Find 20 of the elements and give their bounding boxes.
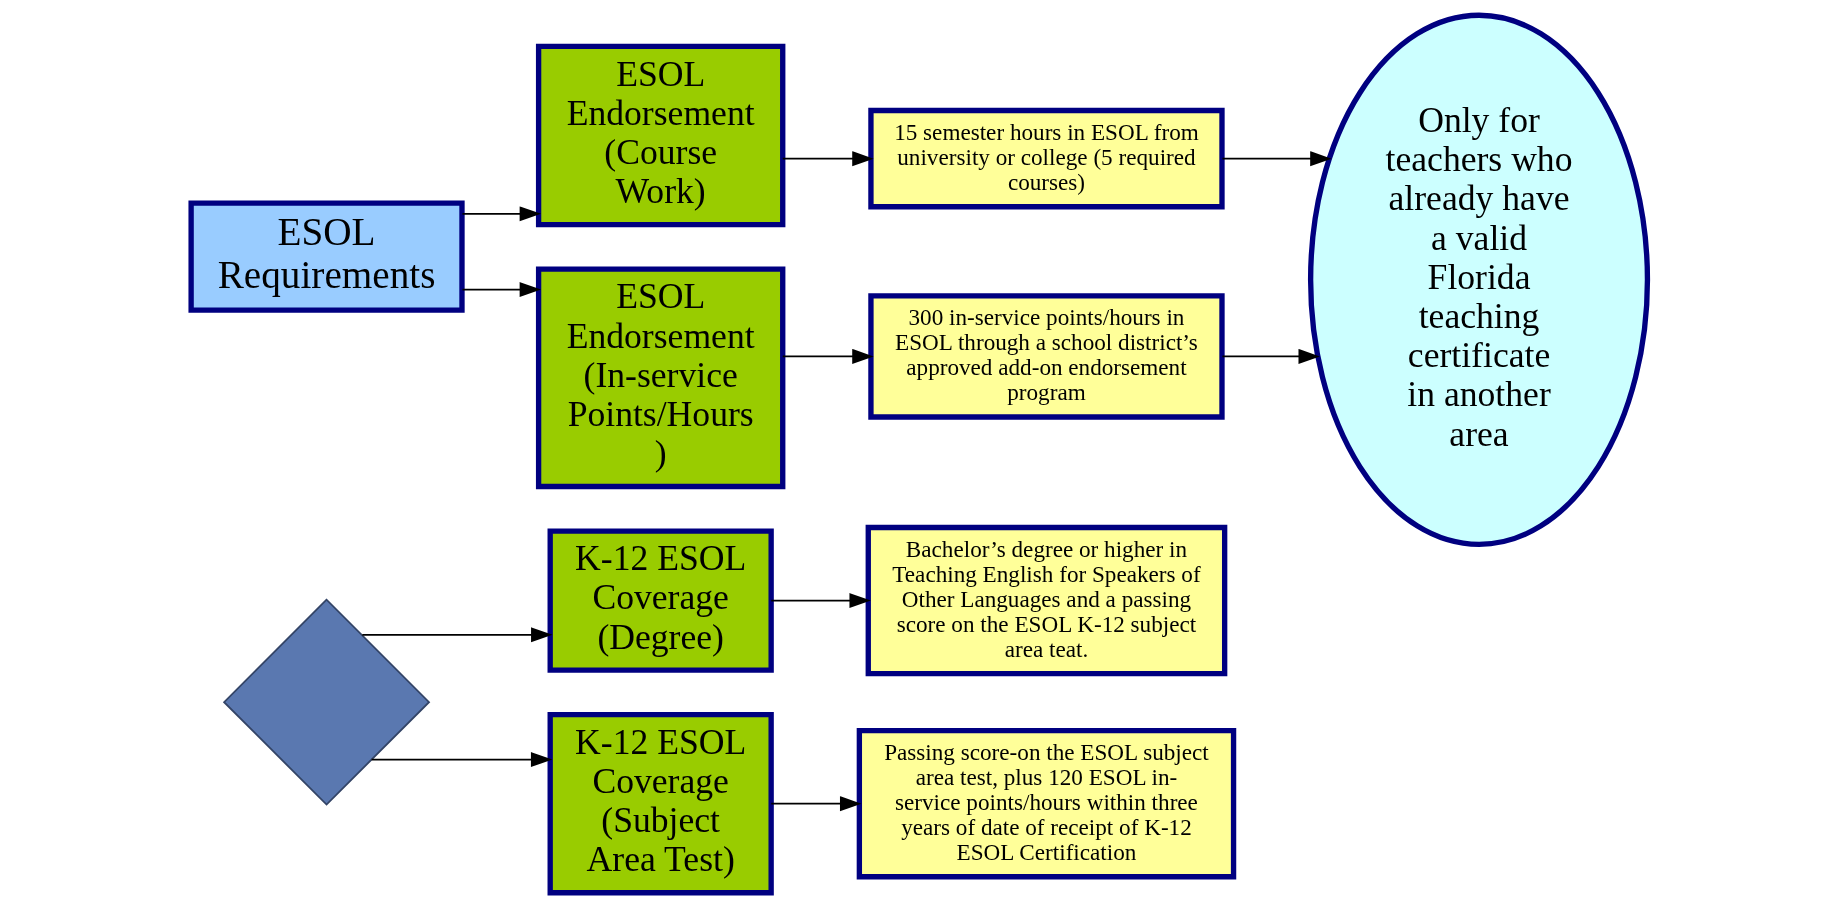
arrow	[360, 627, 552, 643]
arrow	[781, 151, 874, 167]
arrow	[1221, 151, 1332, 167]
node-box: 15 semester hours in ESOL from university or college (5 required courses)	[867, 107, 1225, 210]
node-box: K-12 ESOL Coverage (Subject Area Test)	[547, 711, 774, 896]
node-box: Passing score-on the ESOL subject area test, plus 120 ESOL in-service points/hours within three years of date of receipt of K-12 ESOL Certification	[856, 727, 1236, 880]
node-diamond	[222, 598, 430, 806]
arrow	[461, 206, 541, 222]
node-box: ESOL Requirements	[187, 200, 465, 313]
arrow	[781, 348, 874, 364]
arrow	[769, 593, 871, 609]
node-box: ESOL Endorsement (In-service Points/Hours)	[535, 266, 785, 490]
node-box: 300 in-service points/hours in ESOL through a school district’s approved add-on endorsement program	[867, 293, 1225, 420]
node-box: K-12 ESOL Coverage (Degree)	[547, 528, 774, 673]
arrow	[1221, 348, 1320, 364]
arrow	[370, 752, 552, 768]
node-box: ESOL Endorsement (Course Work)	[535, 43, 785, 228]
node-box: Bachelor’s degree or higher in Teaching English for Speakers of Other Languages and a passing score on the ESOL K-12 subject area teat.	[865, 524, 1227, 677]
arrow	[461, 282, 541, 298]
arrow	[769, 796, 861, 812]
